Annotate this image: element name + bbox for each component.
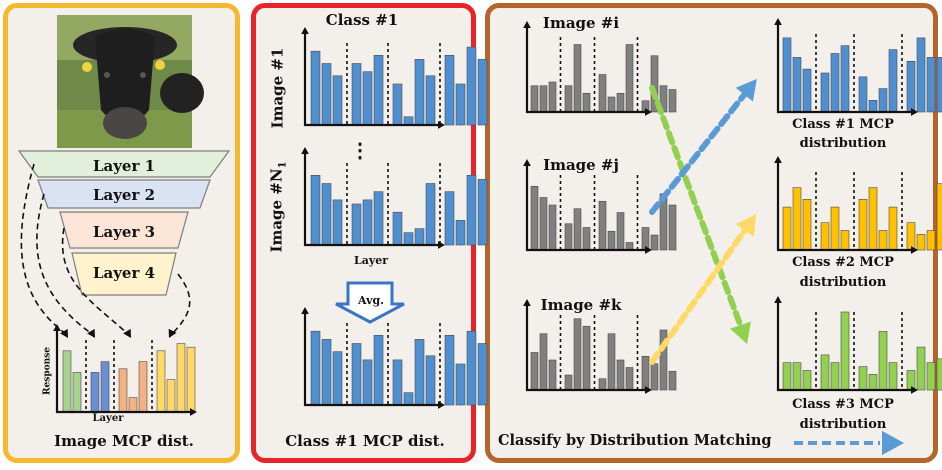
layer-3-label: Layer 3 (92, 223, 156, 241)
layer-axis-label: Layer (92, 413, 124, 424)
class-mcp-caption: Class #1 MCP dist. (285, 432, 445, 450)
layer-1-label: Layer 1 (92, 157, 156, 175)
class-3-target-label-2: distribution (799, 417, 887, 432)
class-1-target-label-2: distribution (799, 136, 887, 151)
class-title: Class #1 (325, 11, 399, 29)
image-j-label: Image #j (543, 156, 619, 174)
classify-caption: Classify by Distribution Matching (498, 432, 772, 449)
image-k-label: Image #k (540, 296, 622, 314)
layer-2-label: Layer 2 (92, 186, 156, 204)
class-layer-axis-label: Layer (353, 254, 389, 267)
avg-label: Avg. (357, 294, 385, 307)
image-1-label: Image #1 (268, 47, 287, 129)
class-1-target-label: Class #1 MCP (792, 117, 894, 132)
class-2-target-label-2: distribution (799, 275, 887, 290)
image-mcp-caption: Image MCP dist. (54, 432, 194, 450)
image-n-label: Image #N1 (267, 161, 289, 253)
class-3-target-label: Class #3 MCP (792, 397, 894, 412)
ellipsis: ⋮ (350, 138, 370, 162)
response-axis-label: Response (42, 347, 53, 395)
image-i-label: Image #i (542, 14, 620, 32)
classify-panel (485, 3, 938, 463)
class-2-target-label: Class #2 MCP (792, 255, 894, 270)
layer-4-label: Layer 4 (92, 264, 156, 282)
